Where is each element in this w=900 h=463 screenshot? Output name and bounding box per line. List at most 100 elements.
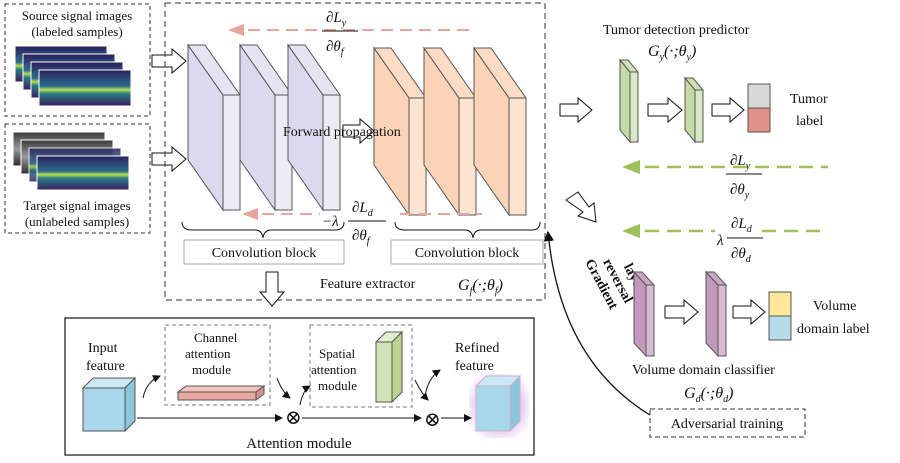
- svg-text:∂θd: ∂θd: [731, 246, 752, 265]
- target-input-arrow: [151, 145, 187, 173]
- grad-domain-fraction: λ ∂Ld ∂θd: [716, 216, 763, 265]
- grad-y-numerator: ∂Ly: [326, 10, 347, 29]
- conv-block-1-label-box: [183, 239, 345, 265]
- predictor-layer-1: [618, 58, 640, 144]
- conv-block-2-layers: [373, 46, 527, 217]
- input-cube: [81, 376, 137, 433]
- source-images: Source signal images (labeled samples): [4, 3, 151, 117]
- conv-layer-p3: [287, 43, 341, 212]
- domain-inner-arrow: [664, 298, 699, 326]
- source-label-1: Source signal images: [22, 8, 132, 23]
- conv-layer-o2: [423, 46, 477, 217]
- refined-cube: [469, 374, 529, 438]
- input-feature-line2: feature: [86, 359, 125, 374]
- domain-layer-2: [704, 270, 728, 358]
- feature-extractor-param: Gf(·;θf): [458, 277, 503, 297]
- arc-to-refined: [424, 369, 441, 397]
- svg-text:∂Ld: ∂Ld: [731, 216, 753, 235]
- svg-text:∂θy: ∂θy: [730, 182, 750, 201]
- grad-d-prefix: −λ: [322, 214, 339, 230]
- grad-d-fraction: −λ ∂Ld ∂θf: [322, 200, 386, 247]
- conv-block-2-label-box: [390, 239, 544, 265]
- conv-layer-o3: [473, 46, 527, 217]
- conv-block-2-label: Convolution block: [415, 246, 520, 261]
- conv-layer-p1: [187, 43, 241, 212]
- attention-module: Input feature Channel attention module ⊗…: [64, 317, 535, 456]
- target-box: [4, 123, 151, 234]
- domain-param: Gd(·;θd): [684, 385, 733, 405]
- domain-classifier: Volume domain label Volume domain classi…: [632, 270, 870, 438]
- source-label-2: (labeled samples): [31, 24, 122, 39]
- forward-arrow: [342, 117, 375, 145]
- tumor-label-line1: Tumor: [790, 92, 828, 107]
- otimes-1: ⊗: [285, 407, 302, 429]
- refined-line2: feature: [455, 359, 494, 374]
- to-domain-arrow: [565, 191, 597, 223]
- channel-line3: module: [192, 362, 231, 377]
- channel-line1: Channel: [194, 330, 238, 345]
- to-predictor-arrow: [559, 96, 593, 124]
- tumor-predictor: Tumor detection predictor Gy(·;θy) Tumor…: [559, 23, 828, 144]
- predictor-title: Tumor detection predictor: [603, 23, 750, 38]
- spatial-module-box: [309, 324, 413, 408]
- grad-y-fraction: ∂Ly ∂θf: [322, 10, 358, 58]
- target-label-1: Target signal images: [23, 198, 130, 213]
- spatial-line1: Spatial: [319, 346, 355, 361]
- otimes-2: ⊗: [424, 409, 441, 431]
- domain-layer-1: [632, 270, 656, 358]
- adversarial-label: Adversarial training: [671, 417, 783, 432]
- arc-to-spatial: [299, 385, 311, 406]
- feature-extractor: Forward propagation ∂Ly ∂θf −λ ∂Ld ∂θf C…: [164, 2, 546, 301]
- source-box: [4, 3, 151, 117]
- tumor-label-line2: label: [796, 114, 823, 129]
- adversarial-curve: [543, 230, 651, 416]
- domain-classifier-label: Volume domain classifier: [632, 363, 775, 378]
- source-image-4: [38, 69, 132, 107]
- domain-label-line1: Volume: [813, 299, 856, 314]
- channel-bar: [176, 385, 266, 401]
- predictor-layer-2: [683, 76, 705, 144]
- forward-propagation-label: Forward propagation: [283, 125, 401, 140]
- channel-module-box: [164, 324, 271, 406]
- grad-domain-arrowhead: [622, 224, 640, 238]
- predictor-output-arrow: [711, 96, 745, 124]
- feature-extractor-box: [164, 2, 546, 301]
- adversarial-box: [649, 408, 806, 438]
- target-label-2: (unlabeled samples): [25, 214, 129, 229]
- channel-line2: attention: [185, 346, 231, 361]
- feature-extractor-label: Feature extractor: [320, 277, 416, 292]
- grad-d-numerator: ∂Ld: [352, 200, 374, 219]
- domain-label-bottom: [768, 315, 792, 341]
- target-images: Target signal images (unlabeled samples): [4, 123, 151, 234]
- tumor-label-bottom: [747, 107, 771, 133]
- to-attention-arrow: [258, 271, 286, 307]
- domain-label-line2: domain label: [797, 322, 870, 337]
- grad-y-return-arrowhead: [228, 24, 244, 36]
- attention-title: Attention module: [246, 436, 352, 452]
- input-feature-line1: Input: [88, 341, 118, 356]
- source-input-arrow: [151, 47, 187, 75]
- arc-to-otimes-2: [414, 379, 429, 401]
- svg-text:∂Ly: ∂Ly: [730, 153, 751, 172]
- target-image-4: [36, 155, 130, 191]
- domain-output-arrow: [732, 298, 766, 326]
- grad-d-denominator: ∂θf: [352, 228, 371, 247]
- spatial-line2: attention: [311, 362, 357, 377]
- conv-block-1-layers: [187, 43, 341, 212]
- conv-layer-o1: [373, 46, 427, 217]
- arc-to-otimes-1: [276, 377, 291, 399]
- conv-block-1-label: Convolution block: [212, 246, 317, 261]
- spatial-line3: module: [318, 378, 357, 393]
- grad-predictor-fraction: ∂Ly ∂θy: [726, 153, 762, 201]
- predictor-param: Gy(·;θy): [648, 43, 696, 63]
- grad-predictor-arrowhead: [622, 160, 640, 174]
- conv-block-2-brace: [394, 221, 541, 239]
- grad-y-denominator: ∂θf: [326, 39, 345, 58]
- spatial-slab: [374, 330, 404, 404]
- tumor-label-top: [747, 83, 771, 109]
- attention-box: [64, 317, 535, 456]
- predictor-inner-arrow: [647, 96, 683, 124]
- grad-d-return-arrowhead: [242, 208, 258, 220]
- arc-to-channel: [142, 375, 161, 399]
